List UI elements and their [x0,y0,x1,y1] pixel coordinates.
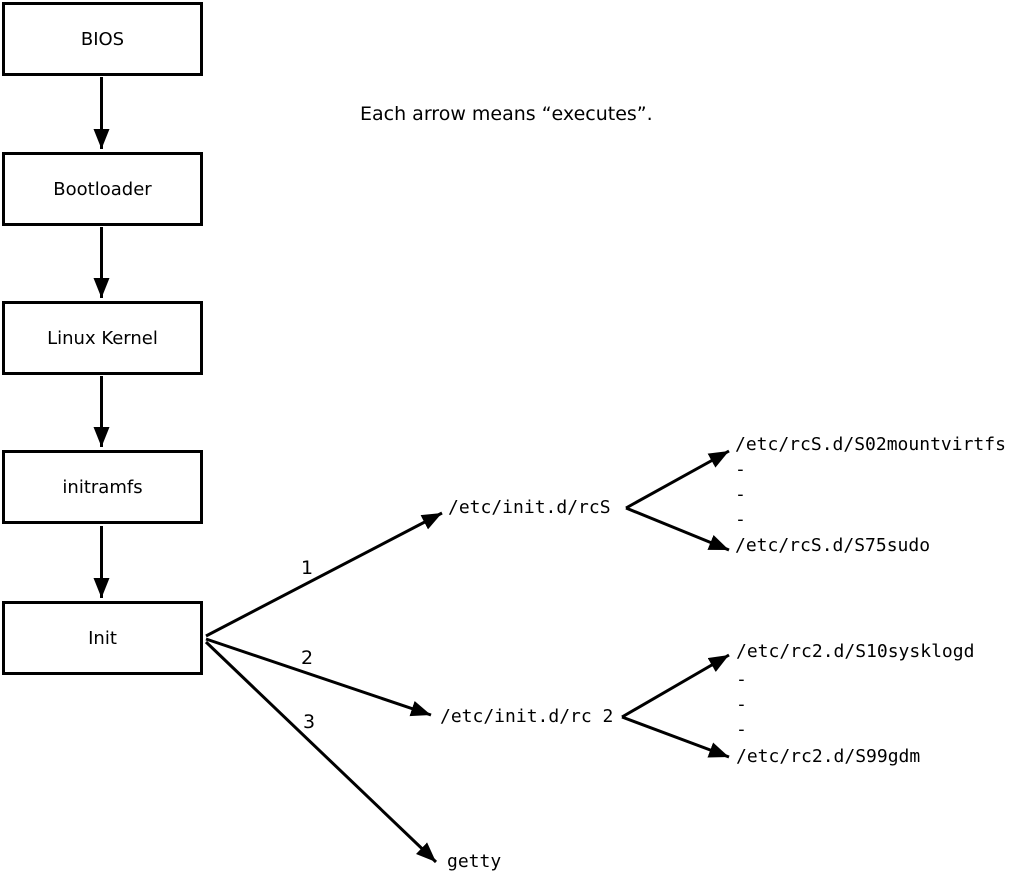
branch-target-getty: getty [447,851,502,872]
node-initramfs-label: initramfs [62,476,143,498]
node-bios: BIOS [2,2,203,76]
node-init: Init [2,601,203,675]
branch-order-3: 3 [302,711,316,733]
node-bios-label: BIOS [80,28,125,50]
arrow-rcS-to-S75sudo [625,506,730,552]
rcS-script-ellipsis: - [735,459,746,480]
rcS-script-S02mountvirtfs: /etc/rcS.d/S02mountvirtfs [735,434,1006,455]
rc2-script-S10sysklogd: /etc/rc2.d/S10sysklogd [736,641,975,662]
node-linux-kernel: Linux Kernel [2,301,203,375]
rc2-script-ellipsis: - [736,669,747,690]
rc2-script-S99gdm: /etc/rc2.d/S99gdm [736,746,921,767]
arrow-init-to-getty [204,640,438,864]
rcS-script-S75sudo: /etc/rcS.d/S75sudo [735,535,931,556]
legend-note: Each arrow means “executes”. [360,103,653,125]
node-init-label: Init [88,627,117,649]
arrow-rcS-to-S02mountvirtfs [625,449,730,510]
branch-order-1: 1 [300,557,314,579]
arrow-init-to-rcS [205,511,443,638]
branch-order-2: 2 [300,647,314,669]
rcS-script-ellipsis: - [735,509,746,530]
arrow-rc2-to-S10sysklogd [621,653,730,719]
rcS-script-ellipsis: - [735,484,746,505]
node-linux-kernel-label: Linux Kernel [47,327,158,349]
rc2-script-ellipsis: - [736,694,747,715]
rc2-script-ellipsis: - [736,719,747,740]
arrow-rc2-to-S99gdm [621,715,730,759]
arrow-init-to-rc2 [205,637,432,717]
node-initramfs: initramfs [2,450,203,524]
node-bootloader-label: Bootloader [53,178,152,200]
branch-target-rcS: /etc/init.d/rcS [448,497,611,518]
node-bootloader: Bootloader [2,152,203,226]
branch-target-rc2: /etc/init.d/rc 2 [440,706,614,727]
